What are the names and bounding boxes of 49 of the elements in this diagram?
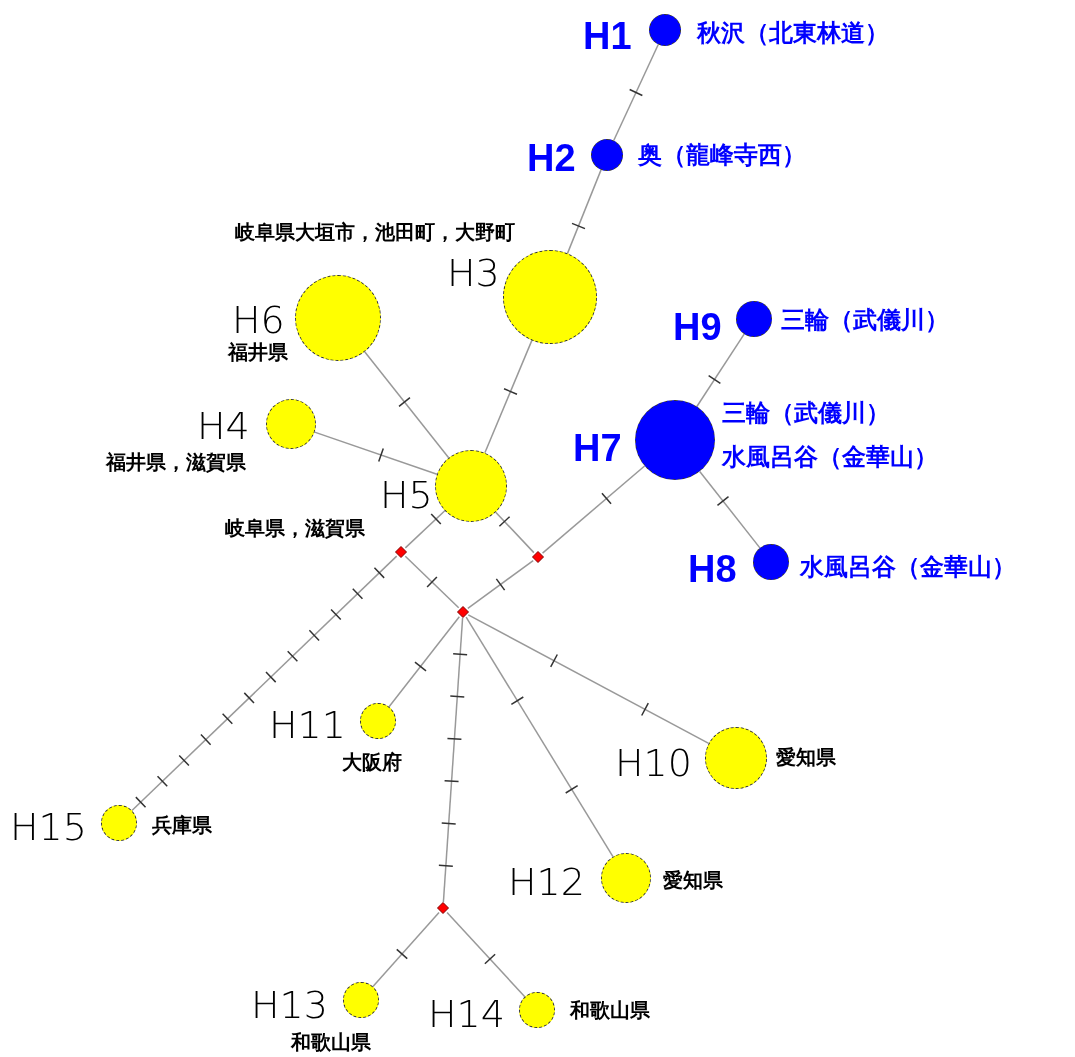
location-label: 岐阜県，滋賀県 (225, 518, 365, 538)
location-label: 大阪府 (342, 752, 402, 772)
haplotype-label: H1 (583, 17, 632, 55)
haplotype-label: H9 (673, 308, 722, 346)
location-label: 三輪（武儀川） (722, 401, 890, 425)
network-branch (363, 350, 450, 459)
haplotype-label: H4 (197, 407, 250, 445)
haplotype-label: H8 (688, 550, 737, 588)
location-label: 水風呂谷（金華山） (722, 445, 938, 469)
haplotype-label: H6 (232, 301, 285, 339)
location-label: 愛知県 (663, 870, 723, 890)
location-label: 水風呂谷（金華山） (800, 555, 1016, 579)
location-label: 和歌山県 (570, 1000, 650, 1020)
network-branch (494, 511, 535, 554)
network-branch (404, 555, 460, 609)
haplotype-label: H10 (615, 744, 692, 782)
haplotype-label: H2 (527, 139, 576, 177)
location-label: 福井県，滋賀県 (106, 452, 246, 472)
network-branch (465, 616, 614, 858)
network-branch (467, 559, 534, 610)
location-label: 愛知県 (776, 747, 836, 767)
network-branch (566, 169, 602, 255)
network-branch (699, 470, 761, 549)
haplotype-label: H12 (508, 863, 585, 901)
location-label: 福井県 (228, 342, 288, 362)
network-branch (442, 617, 464, 903)
location-label: 兵庫県 (152, 815, 212, 835)
network-branch (313, 431, 438, 476)
haplotype-label: H11 (269, 706, 346, 744)
location-label: 三輪（武儀川） (781, 308, 949, 332)
haplotype-label: H13 (251, 986, 328, 1024)
network-branch (404, 509, 446, 549)
network-branch (372, 911, 440, 988)
haplotype-label: H7 (573, 429, 622, 467)
network-branch (613, 43, 659, 142)
haplotype-label: H5 (380, 476, 433, 514)
network-branch (467, 614, 710, 745)
network-branch (541, 465, 646, 554)
network-branch (484, 339, 533, 454)
location-label: 秋沢（北東林道） (697, 21, 889, 45)
haplotype-label: H15 (10, 808, 87, 846)
network-branch (446, 911, 526, 998)
network-branch (696, 333, 745, 408)
location-label: 和歌山県 (291, 1032, 371, 1052)
location-label: 奥（龍峰寺西） (638, 143, 806, 167)
haplotype-label: H14 (428, 995, 505, 1033)
haplotype-label: H3 (447, 254, 500, 292)
network-branch (388, 616, 461, 708)
location-label: 岐阜県大垣市，池田町，大野町 (235, 222, 515, 242)
